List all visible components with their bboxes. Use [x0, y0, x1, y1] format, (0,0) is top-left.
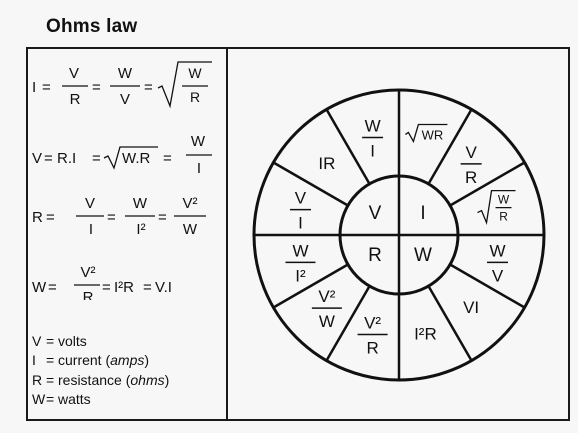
segment-numerator: W: [292, 241, 308, 260]
segment-denominator: V: [492, 266, 504, 285]
current-f2-den: V: [120, 91, 130, 108]
legend-symbol: I: [32, 352, 36, 368]
equals-sign: =: [92, 79, 101, 96]
segment-divider: [427, 108, 473, 185]
segment-label: IR: [318, 154, 335, 173]
power-formula: W = V² R = I²R = V.I: [32, 264, 172, 300]
legend-symbol: R: [32, 372, 43, 388]
segment-denominator: R: [465, 168, 477, 187]
segment-denominator: I: [370, 141, 375, 160]
power-f1-num: V²: [81, 264, 96, 281]
segment-numerator: V: [295, 189, 307, 208]
voltage-root: W.R: [122, 150, 150, 167]
segment-denominator: R: [499, 210, 508, 224]
sqrt-sign: [405, 123, 448, 144]
legend-text: watts: [58, 391, 91, 407]
voltage-frac-den: I: [197, 160, 201, 177]
legend-text: current: [58, 352, 106, 368]
legend-text: volts: [58, 333, 87, 349]
resistance-f3-num: V²: [183, 195, 198, 212]
resistance-f3-den: W: [183, 221, 198, 238]
equals-sign: =: [42, 79, 51, 96]
segment-numerator: W: [490, 241, 506, 260]
segment-label: I²R: [414, 325, 437, 344]
current-f2-num: W: [118, 65, 133, 82]
legend-symbol: W: [32, 391, 46, 407]
sqrt-sign: [477, 189, 516, 225]
equals-sign: =: [102, 279, 111, 296]
power-lhs: W: [32, 279, 47, 296]
segment-numerator: V: [465, 143, 477, 162]
legend-unit: amps: [110, 352, 145, 368]
segment-divider: [427, 285, 473, 362]
segment-label: WR: [422, 127, 444, 142]
legend-unit: ohms: [130, 372, 165, 388]
current-f1-den: R: [70, 91, 81, 108]
segment-denominator: R: [366, 339, 378, 358]
voltage-formula: V = R.I = W.R = W I: [32, 133, 212, 177]
segment-numerator: V²: [364, 314, 381, 333]
page-title: Ohms law: [46, 16, 138, 37]
equals-sign: =: [107, 209, 116, 226]
resistance-f1-den: I: [89, 221, 93, 238]
resistance-formula: R = V I = W I² = V² W: [32, 195, 206, 238]
equals-sign: =: [92, 150, 101, 167]
formula-panel: I = V R = W V = W R V = R.I = W.R = W I …: [32, 61, 212, 300]
inner-label-voltage: V: [369, 203, 382, 224]
legend-text: resistance: [58, 372, 126, 388]
equals-sign: =: [144, 79, 153, 96]
current-lhs: I: [32, 79, 36, 96]
sqrt-sign: [157, 61, 212, 109]
current-root-num: W: [188, 65, 202, 81]
inner-label-power: W: [414, 245, 432, 266]
resistance-f2-den: I²: [136, 221, 145, 238]
sqrt-sign: [103, 146, 158, 170]
voltage-mid: R.I: [57, 150, 76, 167]
resistance-f2-num: W: [133, 195, 148, 212]
inner-label-current: I: [420, 203, 425, 224]
segment-divider: [449, 161, 526, 207]
current-f1-num: V: [69, 65, 79, 82]
legend-item: W=watts: [32, 391, 91, 407]
power-rest2: V.I: [155, 279, 172, 296]
segment-divider: [272, 263, 349, 309]
column-divider: [226, 47, 228, 421]
segment-denominator: I: [298, 214, 303, 233]
power-f1-den: R: [83, 289, 94, 300]
equals-sign: =: [46, 209, 55, 226]
segment-label: VI: [463, 298, 479, 317]
legend-item: V=volts: [32, 333, 87, 349]
voltage-frac-num: W: [191, 133, 206, 150]
equals-sign: =: [143, 279, 152, 296]
segment-divider: [272, 161, 349, 207]
diagram-frame: [26, 47, 570, 421]
inner-label-resistance: R: [368, 245, 382, 266]
segment-denominator: I²: [295, 266, 306, 285]
segment-numerator: V²: [318, 287, 335, 306]
segment-denominator: W: [319, 312, 335, 331]
legend-item: R=resistance (ohms): [32, 372, 170, 388]
equals-sign: =: [158, 209, 167, 226]
equals-sign: =: [48, 279, 57, 296]
segment-divider: [325, 285, 371, 362]
equals-sign: =: [163, 150, 172, 167]
segment-divider: [325, 108, 371, 185]
segment-numerator: W: [365, 116, 381, 135]
power-rest: I²R: [114, 279, 134, 296]
resistance-f1-num: V: [85, 195, 95, 212]
current-formula: I = V R = W V = W R: [32, 61, 212, 109]
voltage-lhs: V: [32, 150, 42, 167]
legend-symbol: V: [32, 333, 42, 349]
legend-item: I=current (amps): [32, 352, 150, 368]
current-root-den: R: [190, 89, 200, 105]
segment-numerator: W: [498, 193, 510, 207]
segment-divider: [449, 263, 526, 309]
resistance-lhs: R: [32, 209, 43, 226]
equals-sign: =: [44, 150, 53, 167]
